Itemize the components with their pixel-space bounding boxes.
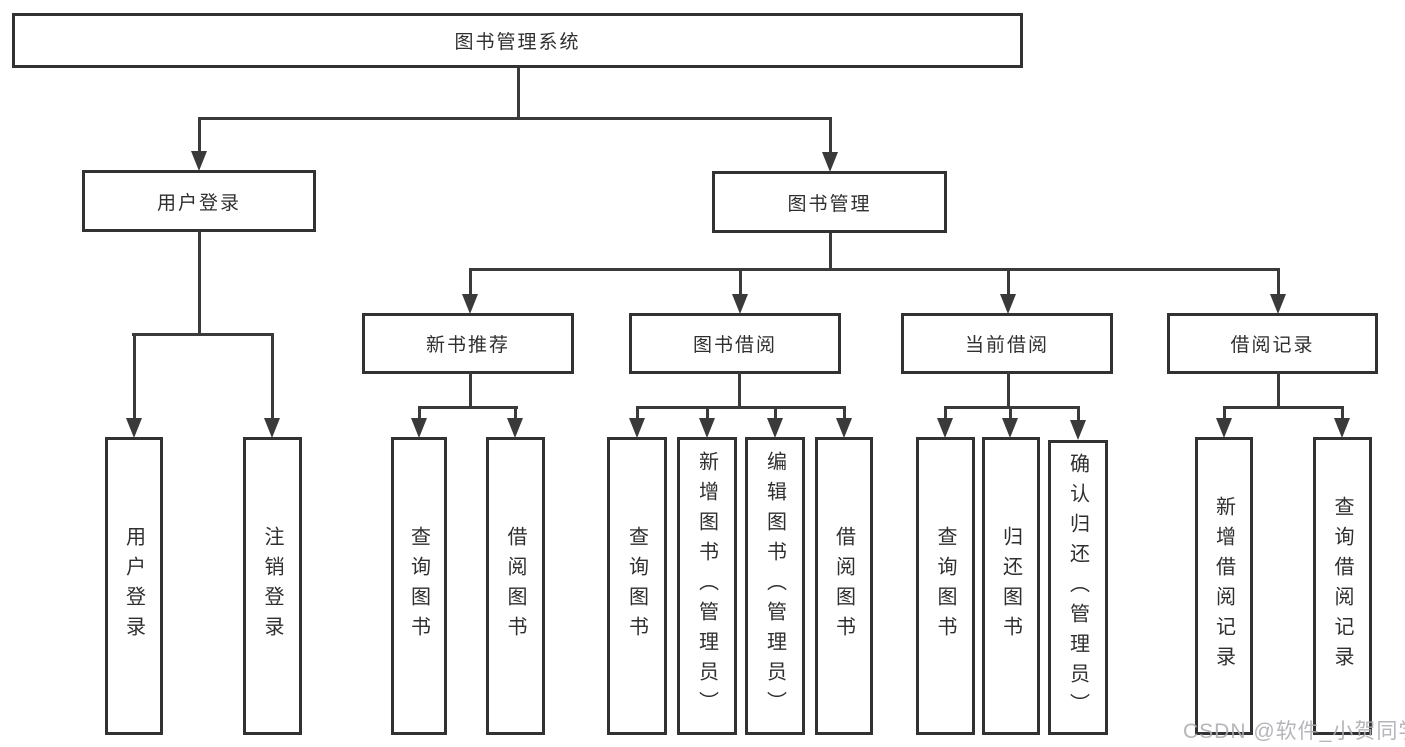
leaf-logout: 注销登录	[243, 437, 302, 735]
arrowhead-down-icon	[732, 294, 748, 314]
node-label: 图书管理系统	[454, 32, 581, 53]
arrowhead-down-icon	[822, 152, 838, 172]
arrowhead-down-icon	[629, 418, 645, 438]
leaf-query-books-borrowing: 查询图书	[607, 437, 667, 735]
leaf-label: 查询图书	[407, 526, 430, 646]
connector-line	[198, 117, 831, 120]
leaf-label: 归还图书	[999, 526, 1022, 646]
connector-line	[738, 372, 741, 408]
node-user-login: 用户登录	[82, 170, 316, 232]
connector-line	[1277, 372, 1280, 408]
connector-line	[132, 333, 274, 336]
connector-line	[469, 268, 1280, 271]
leaf-user-login: 用户登录	[105, 437, 163, 735]
leaf-label: 用户登录	[122, 526, 145, 646]
connector-line	[739, 268, 742, 296]
leaf-query-borrow-record: 查询借阅记录	[1313, 437, 1372, 735]
arrowhead-down-icon	[507, 418, 523, 438]
leaf-label: 确认归还（管理员）	[1066, 452, 1089, 723]
connector-line	[1277, 268, 1280, 296]
leaf-label: 查询借阅记录	[1331, 496, 1353, 676]
connector-line	[1077, 406, 1080, 422]
leaf-label: 查询图书	[625, 526, 648, 646]
connector-line	[706, 406, 709, 420]
connector-line	[829, 117, 832, 155]
connector-line	[636, 406, 846, 409]
arrowhead-down-icon	[1270, 294, 1286, 314]
connector-line	[944, 406, 1080, 409]
connector-line	[418, 406, 518, 409]
connector-line	[829, 233, 832, 271]
leaf-label: 编辑图书（管理员）	[763, 451, 786, 721]
node-library-management-system: 图书管理系统	[12, 13, 1023, 68]
node-label: 图书管理	[787, 193, 872, 215]
connector-line	[198, 117, 201, 155]
connector-line	[133, 333, 136, 420]
node-label: 借阅记录	[1230, 335, 1315, 356]
connector-line	[843, 406, 846, 420]
connector-line	[418, 406, 421, 420]
arrowhead-down-icon	[126, 418, 142, 438]
leaf-edit-books-admin: 编辑图书（管理员）	[745, 437, 805, 735]
connector-line	[1223, 406, 1344, 409]
arrowhead-down-icon	[836, 418, 852, 438]
connector-line	[1341, 406, 1344, 420]
arrowhead-down-icon	[264, 418, 280, 438]
leaf-label: 借阅图书	[504, 526, 526, 646]
connector-line	[944, 406, 947, 420]
arrowhead-down-icon	[1216, 418, 1232, 438]
watermark: CSDN @软件_小贺同学	[1183, 720, 1405, 743]
leaf-add-books-admin: 新增图书（管理员）	[677, 437, 737, 735]
connector-line	[774, 406, 777, 420]
connector-line	[1223, 406, 1226, 420]
leaf-label: 新增借阅记录	[1212, 496, 1235, 676]
node-book-management: 图书管理	[712, 171, 947, 233]
leaf-borrow-books-recommend: 借阅图书	[486, 437, 545, 735]
arrowhead-down-icon	[1070, 420, 1086, 440]
leaf-return-books: 归还图书	[982, 437, 1040, 735]
leaf-confirm-return-admin: 确认归还（管理员）	[1048, 440, 1108, 735]
connector-line	[271, 333, 274, 420]
node-label: 图书借阅	[692, 335, 777, 356]
leaf-query-books-recommend: 查询图书	[391, 437, 447, 735]
connector-line	[198, 231, 201, 335]
leaf-add-borrow-record: 新增借阅记录	[1195, 437, 1253, 735]
node-label: 用户登录	[156, 192, 241, 214]
leaf-borrow-books-borrowing: 借阅图书	[815, 437, 873, 735]
arrowhead-down-icon	[767, 418, 783, 438]
connector-line	[636, 406, 639, 420]
arrowhead-down-icon	[1334, 418, 1350, 438]
arrowhead-down-icon	[411, 418, 427, 438]
leaf-label: 新增图书（管理员）	[695, 451, 718, 721]
connector-line	[1009, 406, 1012, 420]
leaf-query-books-current: 查询图书	[916, 437, 975, 735]
connector-line	[469, 268, 472, 296]
connector-line	[517, 68, 520, 120]
node-borrowing-records: 借阅记录	[1167, 313, 1378, 374]
node-label: 新书推荐	[425, 335, 510, 356]
node-label: 当前借阅	[964, 335, 1049, 356]
arrowhead-down-icon	[699, 418, 715, 438]
node-current-borrowing: 当前借阅	[901, 313, 1113, 374]
connector-line	[514, 406, 517, 420]
leaf-label: 注销登录	[261, 526, 283, 646]
node-new-book-recommendation: 新书推荐	[362, 313, 574, 374]
arrowhead-down-icon	[937, 418, 953, 438]
connector-line	[469, 372, 472, 408]
arrowhead-down-icon	[1002, 418, 1018, 438]
arrowhead-down-icon	[191, 151, 207, 171]
node-book-borrowing: 图书借阅	[629, 313, 841, 374]
arrowhead-down-icon	[1000, 294, 1016, 314]
arrowhead-down-icon	[462, 294, 478, 314]
connector-line	[1007, 372, 1010, 408]
leaf-label: 借阅图书	[832, 526, 855, 646]
leaf-label: 查询图书	[934, 526, 956, 646]
connector-line	[1007, 268, 1010, 296]
